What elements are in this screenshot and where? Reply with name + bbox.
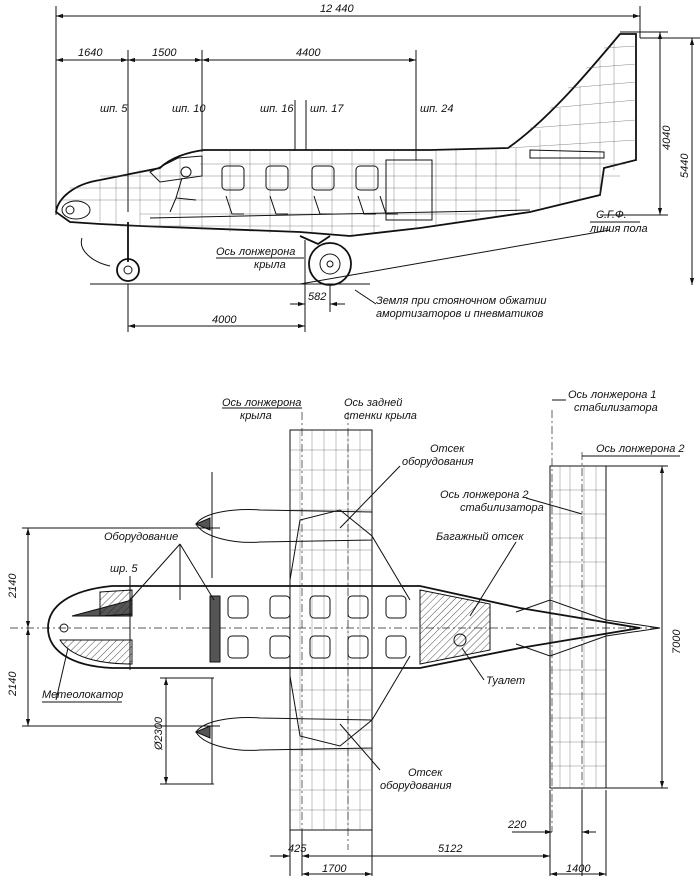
wing-spar-axis-label-1: Ось лонжерона xyxy=(216,246,295,258)
toilet-label: Туалет xyxy=(486,675,525,687)
floor-line-label: линия пола xyxy=(589,223,648,235)
top-view: Ось лонжерона крыла Ось задней стенки кр… xyxy=(7,389,685,877)
dim-total-length: 12 440 xyxy=(320,3,355,15)
dim-4000: 4000 xyxy=(212,314,237,326)
frame-label-10: шп. 10 xyxy=(172,103,206,115)
dim-prop-diameter: Ø2300 xyxy=(153,716,165,751)
equip-bay-label-lower-2: оборудования xyxy=(380,780,452,792)
dim-4400: 4400 xyxy=(296,47,321,59)
rear-wall-label-2: стенки крыла xyxy=(344,410,417,422)
stab-spar2b-label-1: Ось лонжерона 2 xyxy=(440,489,529,501)
stab-spar2-label: Ось лонжерона 2 xyxy=(596,443,685,455)
frame-label-16: шп. 16 xyxy=(260,103,294,115)
side-fuselage xyxy=(55,33,637,237)
wing-spar-label-1: Ось лонжерона xyxy=(222,397,301,409)
dim-1400: 1400 xyxy=(566,863,591,875)
frame5-label-top: шр. 5 xyxy=(110,563,138,575)
wing-spar-label-2: крыла xyxy=(240,410,272,422)
side-view: 12 440 1640 1500 4400 шп. 5 шп. 10 шп. 1… xyxy=(55,3,700,332)
dim-overall-height: 5440 xyxy=(679,153,691,178)
frame-label-17: шп. 17 xyxy=(310,103,344,115)
side-window-4 xyxy=(355,165,379,191)
equip-bay-label-lower-1: Отсек xyxy=(408,767,443,779)
top-stabilizer xyxy=(515,410,661,832)
dim-1500: 1500 xyxy=(152,47,177,59)
side-window-3 xyxy=(311,165,335,191)
baggage-label: Багажный отсек xyxy=(436,531,524,543)
cgf-label: С.Г.Ф. xyxy=(596,209,627,221)
dim-2140-upper: 2140 xyxy=(7,573,19,599)
dim-1700: 1700 xyxy=(322,863,347,875)
top-engine-lower xyxy=(194,678,373,784)
dim-582: 582 xyxy=(308,291,326,303)
weather-radar-label: Метеолокатор xyxy=(42,689,123,701)
rear-wall-label-1: Ось задней xyxy=(344,397,402,409)
dim-425: 425 xyxy=(288,843,307,855)
side-cargo-door xyxy=(385,159,433,221)
top-fuselage xyxy=(47,585,641,669)
dim-stab-span: 7000 xyxy=(671,629,683,654)
dim-1640: 1640 xyxy=(78,47,103,59)
top-wing xyxy=(289,412,411,850)
ground-label-2: амортизаторов и пневматиков xyxy=(376,308,544,320)
stab-spar1-label-2: стабилизатора xyxy=(574,402,658,414)
ground-label-1: Земля при стояночном обжатии xyxy=(376,295,546,307)
side-window-2 xyxy=(265,165,289,191)
frame-label-5: шп. 5 xyxy=(100,103,128,115)
side-landing-gear xyxy=(80,222,352,286)
stab-spar2b-label-2: стабилизатора xyxy=(460,502,544,514)
top-engine-upper xyxy=(194,472,373,578)
stab-spar1-label-1: Ось лонжерона 1 xyxy=(568,389,657,401)
dim-2140-lower: 2140 xyxy=(7,671,19,697)
dim-tail-height: 4040 xyxy=(661,125,673,150)
dim-5122: 5122 xyxy=(438,843,462,855)
side-window-1 xyxy=(221,165,245,191)
top-cabin-windows xyxy=(227,595,407,659)
side-dimension-lines xyxy=(55,6,641,215)
equip-bay-label-upper-2: оборудования xyxy=(402,456,474,468)
equip-bay-label-upper-1: Отсек xyxy=(430,443,465,455)
wing-spar-axis-label-2: крыла xyxy=(254,259,286,271)
frame-label-24: шп. 24 xyxy=(420,103,454,115)
equipment-label: Оборудование xyxy=(104,531,178,543)
dim-220: 220 xyxy=(507,819,527,831)
